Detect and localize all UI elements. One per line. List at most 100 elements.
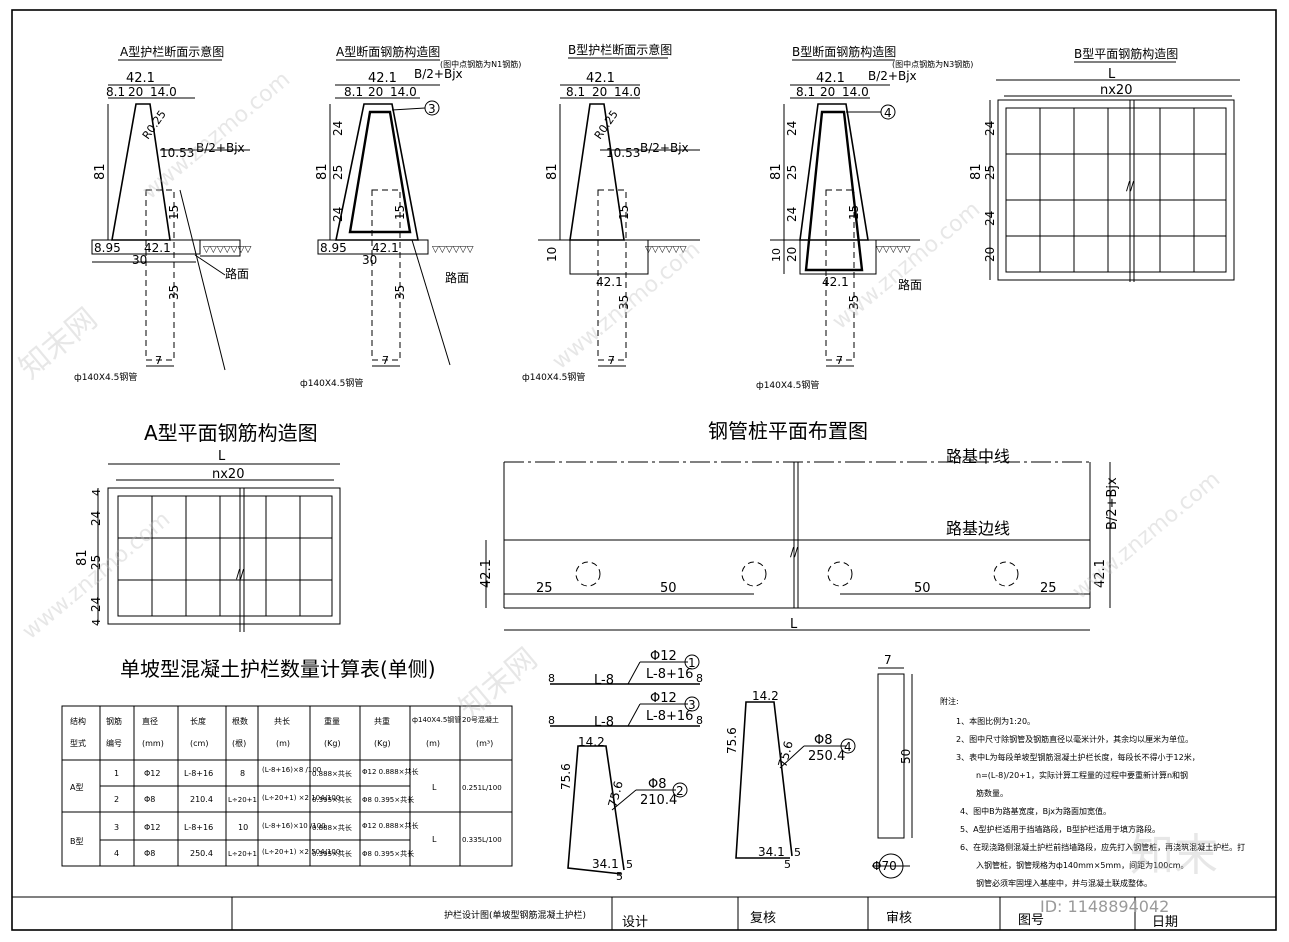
svg-text:▽▽▽▽▽▽: ▽▽▽▽▽▽ (645, 245, 687, 255)
svg-text:14.0: 14.0 (614, 85, 641, 99)
svg-text:2、图中尺寸除钢管及钢筋直径以毫米计外，其余均以厘米为单位。: 2、图中尺寸除钢管及钢筋直径以毫米计外，其余均以厘米为单位。 (956, 734, 1193, 744)
svg-text:24: 24 (89, 597, 103, 612)
svg-text:1、本图比例为1:20。: 1、本图比例为1:20。 (956, 716, 1035, 726)
svg-text:ф140X4.5钢管: ф140X4.5钢管 (412, 715, 461, 724)
watermark-id: ID: 1148894042 (1040, 897, 1169, 916)
svg-text:长度: 长度 (190, 716, 206, 726)
svg-text:7: 7 (884, 653, 892, 667)
svg-text:4: 4 (114, 849, 119, 858)
svg-text:B/2+Bjx: B/2+Bjx (414, 67, 463, 81)
svg-text:15: 15 (393, 205, 407, 220)
svg-text:35: 35 (393, 285, 407, 300)
bar-detail-n4: 14.2 75.6 75.6 34.1 5 5 Φ8 250.4 4 (725, 689, 856, 871)
svg-text:250.4: 250.4 (190, 849, 213, 858)
svg-text:(cm): (cm) (190, 739, 208, 748)
svg-text:15: 15 (617, 205, 631, 220)
svg-text:(根): (根) (232, 738, 246, 748)
svg-text:钢管必须牢固埋入基座中，并与混凝土联成整体。: 钢管必须牢固埋入基座中，并与混凝土联成整体。 (976, 878, 1152, 888)
svg-text:30: 30 (132, 253, 147, 267)
svg-text:(Kg): (Kg) (324, 739, 341, 748)
svg-text:nx20: nx20 (212, 467, 244, 482)
svg-text:B/2+Bjx: B/2+Bjx (868, 69, 917, 83)
svg-text:复核: 复核 (750, 911, 776, 926)
svg-text:20: 20 (368, 85, 383, 99)
svg-text:20: 20 (785, 247, 799, 262)
svg-text:结构: 结构 (70, 716, 86, 726)
svg-text:4、图中B为路基宽度，Bjx为路面加宽值。: 4、图中B为路基宽度，Bjx为路面加宽值。 (960, 806, 1111, 816)
svg-text:2: 2 (676, 784, 684, 798)
a-section-title: A型护栏断面示意图 (120, 44, 224, 59)
steel-pipe-detail: 7 50 Φ70 (872, 653, 913, 879)
svg-text:34.1: 34.1 (592, 857, 619, 871)
svg-text:重量: 重量 (324, 716, 340, 726)
svg-text:Φ8: Φ8 (144, 849, 155, 858)
svg-text:(m): (m) (276, 739, 290, 748)
svg-text:8: 8 (548, 672, 555, 685)
svg-text:210.4: 210.4 (190, 795, 213, 804)
svg-text:知末网: 知末网 (453, 641, 544, 726)
svg-text:5: 5 (616, 870, 623, 883)
svg-text:25: 25 (983, 165, 997, 180)
svg-text:(L-8+16)×8 /100: (L-8+16)×8 /100 (262, 766, 321, 774)
svg-text:0.251L/100: 0.251L/100 (462, 784, 502, 792)
svg-text:共重: 共重 (374, 716, 390, 726)
svg-text:75.6: 75.6 (605, 779, 625, 808)
svg-text:编号: 编号 (106, 738, 122, 748)
svg-text:20: 20 (983, 247, 997, 262)
svg-text:钢筋: 钢筋 (106, 716, 122, 726)
svg-text:L: L (432, 783, 437, 792)
svg-text:8.95: 8.95 (94, 241, 121, 255)
svg-text:42.1: 42.1 (1093, 559, 1108, 588)
svg-text:单坡型混凝土护栏数量计算表(单侧): 单坡型混凝土护栏数量计算表(单侧) (120, 657, 436, 681)
svg-text:10: 10 (770, 248, 783, 262)
svg-text:Φ12 0.888×共长: Φ12 0.888×共长 (362, 767, 419, 776)
svg-text:L-8+16: L-8+16 (184, 823, 213, 832)
svg-text:路面: 路面 (898, 277, 922, 292)
svg-text:直径: 直径 (142, 716, 158, 726)
svg-text:(图中点钢筋为N3钢筋): (图中点钢筋为N3钢筋) (892, 59, 973, 69)
svg-text:14.0: 14.0 (150, 85, 177, 99)
svg-text:10.53: 10.53 (606, 146, 640, 160)
svg-text:日期: 日期 (1152, 915, 1178, 930)
svg-text:35: 35 (847, 295, 861, 310)
svg-text://: // (1126, 179, 1135, 193)
svg-text:75.6: 75.6 (559, 763, 573, 790)
svg-text:路面: 路面 (445, 270, 469, 285)
svg-text:ф140X4.5钢管: ф140X4.5钢管 (756, 379, 819, 391)
svg-text:附注:: 附注: (940, 696, 959, 706)
svg-text:Φ8: Φ8 (144, 795, 155, 804)
bar-detail-n3: 8 8 L-8 Φ12 L-8+16 3 (548, 691, 703, 730)
quantity-table: 单坡型混凝土护栏数量计算表(单侧) 结构 型式 钢筋 编号 直径 (mm) 长度… (61, 657, 513, 867)
svg-text:(mm): (mm) (142, 739, 164, 748)
svg-text:81: 81 (75, 549, 90, 566)
svg-text:Φ12: Φ12 (144, 823, 160, 832)
svg-text:(L-8+16)×10 /100: (L-8+16)×10 /100 (262, 822, 326, 830)
svg-text:15: 15 (167, 205, 181, 220)
svg-text:8: 8 (696, 714, 703, 727)
svg-text:筋数量。: 筋数量。 (976, 788, 1008, 798)
svg-text:42.1: 42.1 (479, 559, 494, 588)
svg-text:0.335L/100: 0.335L/100 (462, 836, 502, 844)
svg-text:L-8+16: L-8+16 (646, 709, 693, 724)
svg-text:50: 50 (914, 581, 931, 596)
svg-text:0.395×共长: 0.395×共长 (312, 849, 352, 858)
svg-text:6、在现浇路侧混凝土护栏前挡墙路段，应先打入钢管桩，再浇筑混: 6、在现浇路侧混凝土护栏前挡墙路段，应先打入钢管桩，再浇筑混凝土护栏。打 (960, 842, 1245, 852)
svg-text:24: 24 (785, 207, 799, 222)
svg-text:B/2+Bjx: B/2+Bjx (640, 141, 689, 155)
svg-text:42.1: 42.1 (816, 71, 845, 86)
svg-text:▽▽▽▽▽▽: ▽▽▽▽▽▽ (432, 245, 474, 255)
svg-text:A型断面钢筋构造图: A型断面钢筋构造图 (336, 44, 440, 59)
svg-text:25: 25 (89, 555, 103, 570)
svg-text:ф140X4.5钢管: ф140X4.5钢管 (74, 371, 137, 383)
svg-text:型式: 型式 (70, 738, 86, 748)
svg-text:L-8: L-8 (594, 715, 614, 730)
svg-text:路基中线: 路基中线 (946, 447, 1010, 466)
svg-text:钢管桩平面布置图: 钢管桩平面布置图 (708, 419, 868, 443)
svg-text:Φ12: Φ12 (650, 691, 677, 706)
svg-text:L: L (432, 835, 437, 844)
svg-text:75.6: 75.6 (725, 727, 739, 754)
svg-text:14.0: 14.0 (390, 85, 417, 99)
svg-text:L-8+16: L-8+16 (184, 769, 213, 778)
svg-text:Φ70: Φ70 (872, 859, 897, 873)
